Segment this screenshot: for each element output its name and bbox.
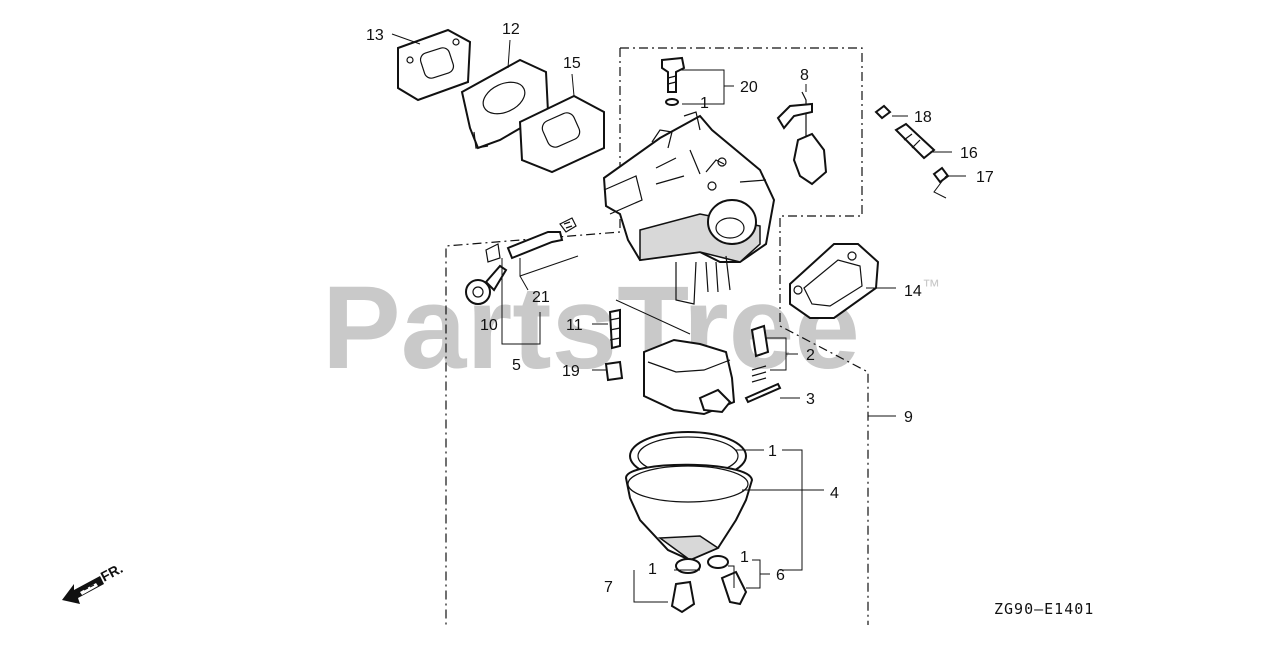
callout-17: 17: [976, 169, 994, 186]
clip-17[interactable]: [932, 166, 950, 184]
callout-18: 18: [914, 109, 932, 126]
callout-2: 2: [806, 347, 815, 364]
washer-1-bolt[interactable]: [707, 555, 729, 569]
callout-8: 8: [800, 67, 809, 84]
callout-12: 12: [502, 21, 520, 38]
callout-6: 6: [776, 567, 785, 584]
gasket-13[interactable]: [397, 28, 472, 102]
callout-10: 10: [480, 317, 498, 334]
jet-11[interactable]: [608, 308, 621, 350]
callout-13: 13: [366, 27, 384, 44]
carburetor-body[interactable]: [602, 111, 776, 305]
assembly-boundary-upper: [620, 47, 869, 625]
callout-15: 15: [563, 55, 581, 72]
front-arrow-icon: [62, 576, 104, 604]
choke-shaft-8[interactable]: [776, 91, 828, 186]
callout-1-drain: 1: [648, 561, 657, 578]
callout-19: 19: [562, 363, 580, 380]
drain-screw-7[interactable]: [670, 580, 696, 614]
o-ring-1-top[interactable]: [665, 98, 679, 106]
callout-1-bolt: 1: [740, 549, 749, 566]
watermark-trademark: ™: [922, 276, 940, 296]
callout-16: 16: [960, 145, 978, 162]
gasket-14[interactable]: [789, 243, 880, 319]
watermark: PartsTree: [322, 262, 860, 394]
callout-11: 11: [566, 317, 583, 334]
main-jet-19[interactable]: [604, 360, 624, 382]
callout-20: 20: [740, 79, 758, 96]
callout-1-bowl: 1: [768, 443, 777, 460]
cylinder-16[interactable]: [894, 122, 936, 160]
float-bowl-4[interactable]: [624, 463, 754, 562]
float-valve-2[interactable]: [750, 324, 770, 383]
callout-1-top: 1: [700, 95, 709, 112]
diagram-code: ZG90—E1401: [994, 600, 1094, 618]
callout-14: 14: [904, 283, 922, 300]
pilot-screw-20[interactable]: [661, 56, 686, 93]
washer-1-drain[interactable]: [675, 558, 701, 574]
callout-3: 3: [806, 391, 815, 408]
callout-5: 5: [512, 357, 521, 374]
float[interactable]: [643, 338, 736, 416]
callout-7: 7: [604, 579, 613, 596]
needle-21[interactable]: [506, 217, 577, 260]
callout-21: 21: [532, 289, 550, 306]
callout-9: 9: [904, 409, 913, 426]
float-pin-3[interactable]: [744, 382, 782, 404]
callout-4: 4: [830, 485, 839, 502]
screw-10[interactable]: [465, 243, 508, 305]
clip-18[interactable]: [874, 104, 892, 120]
